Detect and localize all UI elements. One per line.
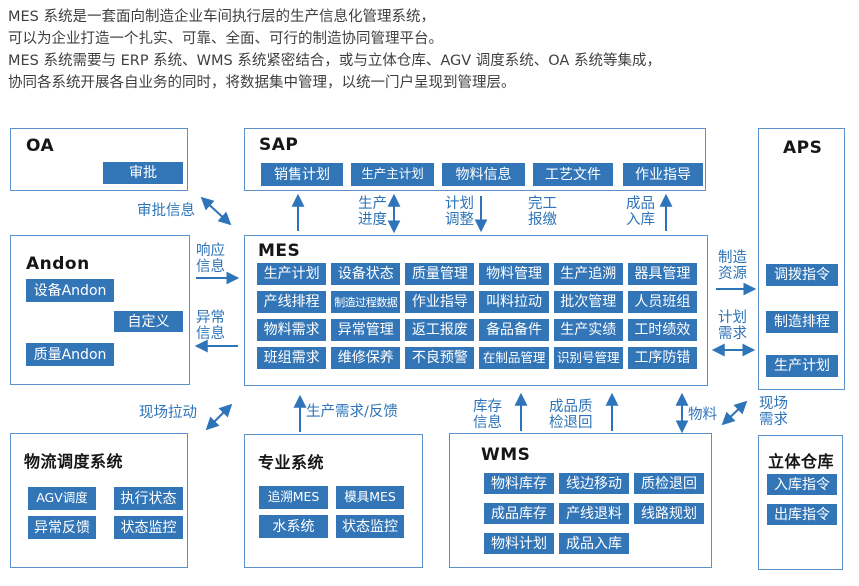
mes-chip: 维修保养 [331,347,401,369]
mes-chip: 工序防错 [627,347,697,369]
aps-box: APS 调拨指令 制造排程 生产计划 [758,128,845,390]
wms-title: WMS [481,445,531,465]
wms-chip: 物料计划 [484,533,554,554]
label-approval-info: 审批信息 [137,203,195,219]
mes-chip: 工时绩效 [627,319,697,341]
logistics-chip: 状态监控 [114,516,183,539]
warehouse-chip: 出库指令 [767,504,837,525]
label-material: 物料 [688,407,717,423]
label-prod-demand-feedback: 生产需求/反馈 [306,404,398,420]
aps-title: APS [783,138,823,158]
sap-chip: 作业指导 [623,163,703,186]
sap-title: SAP [259,135,299,155]
arrow-site-demand [721,400,748,426]
warehouse-title: 立体仓库 [768,452,835,471]
label-finished-storage: 成品入库 [626,196,655,228]
aps-chip: 生产计划 [766,355,838,377]
mes-box: MES 生产计划 设备状态 质量管理 物料管理 生产追溯 器具管理 产线排程 制… [244,235,708,386]
wms-chip: 线路规划 [634,503,704,524]
label-prod-progress: 生产进度 [358,196,387,228]
logistics-chip: 执行状态 [114,487,183,510]
label-site-pull: 现场拉动 [139,405,197,421]
mes-chip: 人员班组 [627,291,697,313]
sap-chip: 销售计划 [261,163,343,186]
specialized-box: 专业系统 追溯MES 模具MES 水系统 状态监控 [244,434,423,568]
intro-line: 协同各系统开展各自业务的同时，将数据集中管理，以统一门户呈现到管理层。 [8,75,516,91]
sap-box: SAP 销售计划 生产主计划 物料信息 工艺文件 作业指导 [244,128,706,191]
specialized-chip: 水系统 [259,515,328,538]
mes-chip: 生产实绩 [553,319,623,341]
andon-chip-custom: 自定义 [114,311,183,332]
oa-box: OA 审批 [10,128,188,191]
mes-chip: 设备状态 [331,263,401,285]
arrow-approval-info [200,196,232,226]
mes-chip: 产线排程 [257,291,327,313]
oa-title: OA [26,136,55,156]
mes-chip: 不良预警 [405,347,475,369]
wms-chip: 产线退料 [559,503,629,524]
label-exception-info: 异常信息 [196,310,225,342]
wms-chip: 线边移动 [559,473,629,494]
label-mfg-resource: 制造资源 [718,250,747,282]
aps-chip: 制造排程 [766,311,838,333]
intro-text: MES 系统是一套面向制造企业车间执行层的生产信息化管理系统， 可以为企业打造一… [8,6,848,94]
label-plan-adjust: 计划调整 [445,196,474,228]
wms-box: WMS 物料库存 线边移动 质检退回 成品库存 产线退料 线路规划 物料计划 成… [449,433,712,568]
label-finished-qc-return: 成品质检退回 [549,399,593,431]
mes-chip: 生产计划 [257,263,327,285]
warehouse-chip: 入库指令 [767,474,837,495]
mes-chip: 异常管理 [331,319,401,341]
wms-chip: 质检退回 [634,473,704,494]
sap-chip: 物料信息 [442,163,525,186]
mes-chip: 制造过程数据 [331,291,401,313]
mes-title: MES [258,241,301,261]
specialized-chip: 模具MES [336,486,404,509]
specialized-title: 专业系统 [258,453,325,472]
sap-chip: 工艺文件 [533,163,613,186]
wms-chip: 成品库存 [484,503,554,524]
arrow-site-pull [205,403,233,431]
andon-box: Andon 设备Andon 自定义 质量Andon [10,235,190,385]
andon-chip-equipment: 设备Andon [26,279,114,302]
label-site-demand: 现场需求 [759,396,788,428]
intro-line: MES 系统是一套面向制造企业车间执行层的生产信息化管理系统， [8,9,435,25]
mes-chip: 生产追溯 [553,263,623,285]
logistics-chip: AGV调度 [28,487,96,510]
mes-chip: 作业指导 [405,291,475,313]
specialized-chip: 状态监控 [336,515,404,538]
andon-title: Andon [26,254,90,274]
mes-chip: 班组需求 [257,347,327,369]
mes-module-grid: 生产计划 设备状态 质量管理 物料管理 生产追溯 器具管理 产线排程 制造过程数… [257,263,697,369]
mes-chip: 物料需求 [257,319,327,341]
aps-chip: 调拨指令 [766,264,838,286]
mes-chip: 备品备件 [479,319,549,341]
logistics-title: 物流调度系统 [24,452,124,471]
andon-chip-quality: 质量Andon [26,343,114,366]
mes-chip: 批次管理 [553,291,623,313]
mes-chip: 物料管理 [479,263,549,285]
label-inventory-info: 库存信息 [473,399,502,431]
logistics-box: 物流调度系统 AGV调度 执行状态 异常反馈 状态监控 [10,433,188,568]
label-completion-report: 完工报缴 [528,196,557,228]
label-response-info: 响应信息 [196,243,225,275]
intro-line: 可以为企业打造一个扎实、可靠、全面、可行的制造协同管理平台。 [8,31,443,47]
specialized-chip: 追溯MES [259,486,328,509]
warehouse-box: 立体仓库 入库指令 出库指令 [758,435,843,570]
wms-chip: 物料库存 [484,473,554,494]
mes-chip: 器具管理 [627,263,697,285]
mes-chip: 叫料拉动 [479,291,549,313]
wms-chip: 成品入库 [559,533,629,554]
mes-chip: 返工报废 [405,319,475,341]
mes-chip: 识别号管理 [553,347,623,369]
oa-chip-approval: 审批 [103,162,183,184]
logistics-chip: 异常反馈 [28,516,96,539]
mes-chip: 在制品管理 [479,347,549,369]
sap-chip: 生产主计划 [351,163,434,186]
label-plan-demand: 计划需求 [718,310,747,342]
mes-chip: 质量管理 [405,263,475,285]
intro-line: MES 系统需要与 ERP 系统、WMS 系统紧密结合，或与立体仓库、AGV 调… [8,53,661,69]
